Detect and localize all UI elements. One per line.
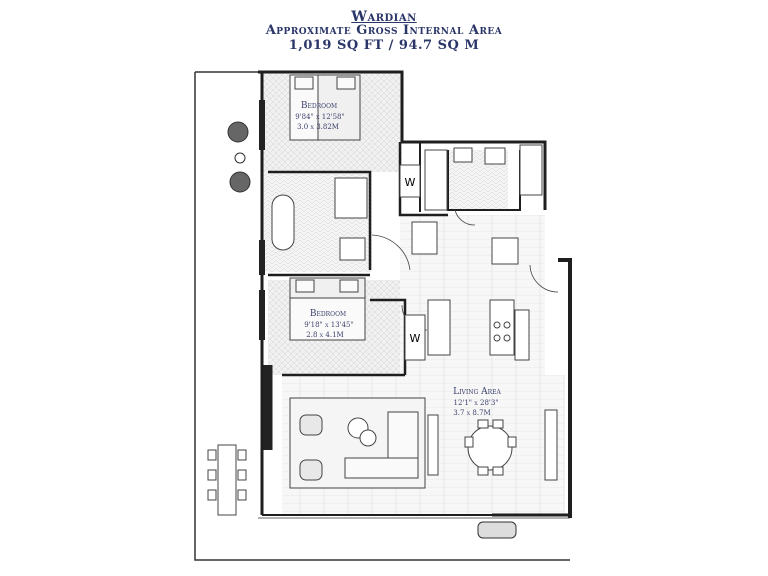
room-1-name: Bedroom (301, 101, 337, 111)
room-3-dims-metric: 3.7 x 8.7M (453, 409, 490, 417)
bed-2 (289, 277, 366, 341)
wardrobe-2 (404, 314, 426, 361)
room-2-dims-metric: 2.8 x 4.1M (306, 331, 343, 339)
room-2-dims-imperial: 9'18" x 13'45" (304, 321, 353, 329)
wardrobe-1 (399, 164, 421, 198)
room-3-dims-imperial: 12'1" x 28'3" (453, 399, 498, 407)
plan-subtitle: Approximate Gross Internal Area (265, 23, 503, 38)
plan-area: 1,019 SQ FT / 94.7 SQ M (288, 38, 480, 53)
room-1-dims-metric: 3.0 x 3.82M (297, 123, 339, 131)
bathtub (271, 177, 368, 261)
terrace-table (207, 444, 247, 516)
room-1-dims-imperial: 9'84" x 12'58" (295, 113, 344, 121)
ensuite-fittings (411, 144, 543, 265)
walls (258, 70, 572, 518)
terrace-bench (477, 521, 517, 539)
wardrobe-1-mark: W (405, 176, 416, 189)
wardrobe-2-mark: W (410, 332, 421, 345)
lounge-furniture (289, 397, 439, 489)
kitchen (427, 299, 530, 361)
room-3-name: Living Area (453, 387, 501, 397)
dining-table (464, 409, 558, 481)
bed-1 (289, 74, 361, 141)
terrace (194, 71, 570, 561)
room-2-name: Bedroom (310, 309, 346, 319)
plan-title: Wardian (351, 9, 417, 25)
terrace-chairs (227, 121, 251, 193)
